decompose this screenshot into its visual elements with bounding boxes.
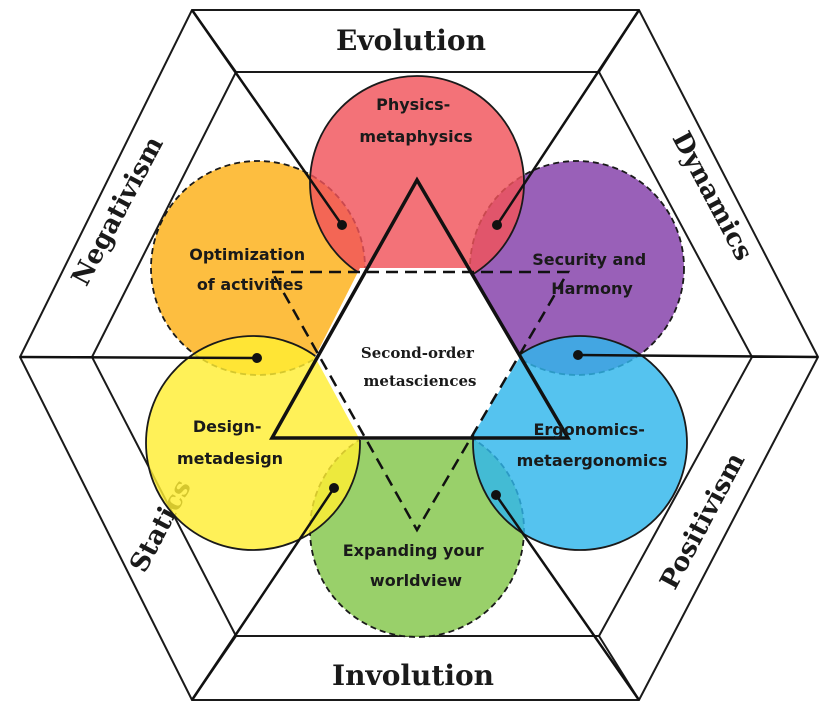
solid-triangle	[269, 176, 572, 440]
band-label-involution: Involution	[332, 659, 494, 692]
circle-label-bottom: Expanding your worldview	[343, 541, 490, 590]
center-label: Second-order metasciences	[361, 344, 479, 390]
circle-lower-right	[472, 335, 688, 551]
connector-lines	[19, 9, 819, 701]
circle-label-lower-right: Ergonomics- metaergonomics	[517, 420, 668, 470]
circle-lower-left	[145, 335, 361, 551]
connector-dots	[252, 220, 583, 500]
circle-label-lower-left: Design- metadesign	[177, 417, 283, 468]
circle-label-upper-right: Security and Harmony	[532, 250, 652, 298]
circle-label-upper-left: Optimization of activities	[189, 245, 311, 294]
circle-label-top: Physics- metaphysics	[359, 95, 472, 146]
band-label-evolution: Evolution	[336, 24, 486, 57]
dashed-triangle	[269, 270, 571, 533]
center-zone	[315, 268, 520, 440]
circles	[145, 75, 688, 638]
